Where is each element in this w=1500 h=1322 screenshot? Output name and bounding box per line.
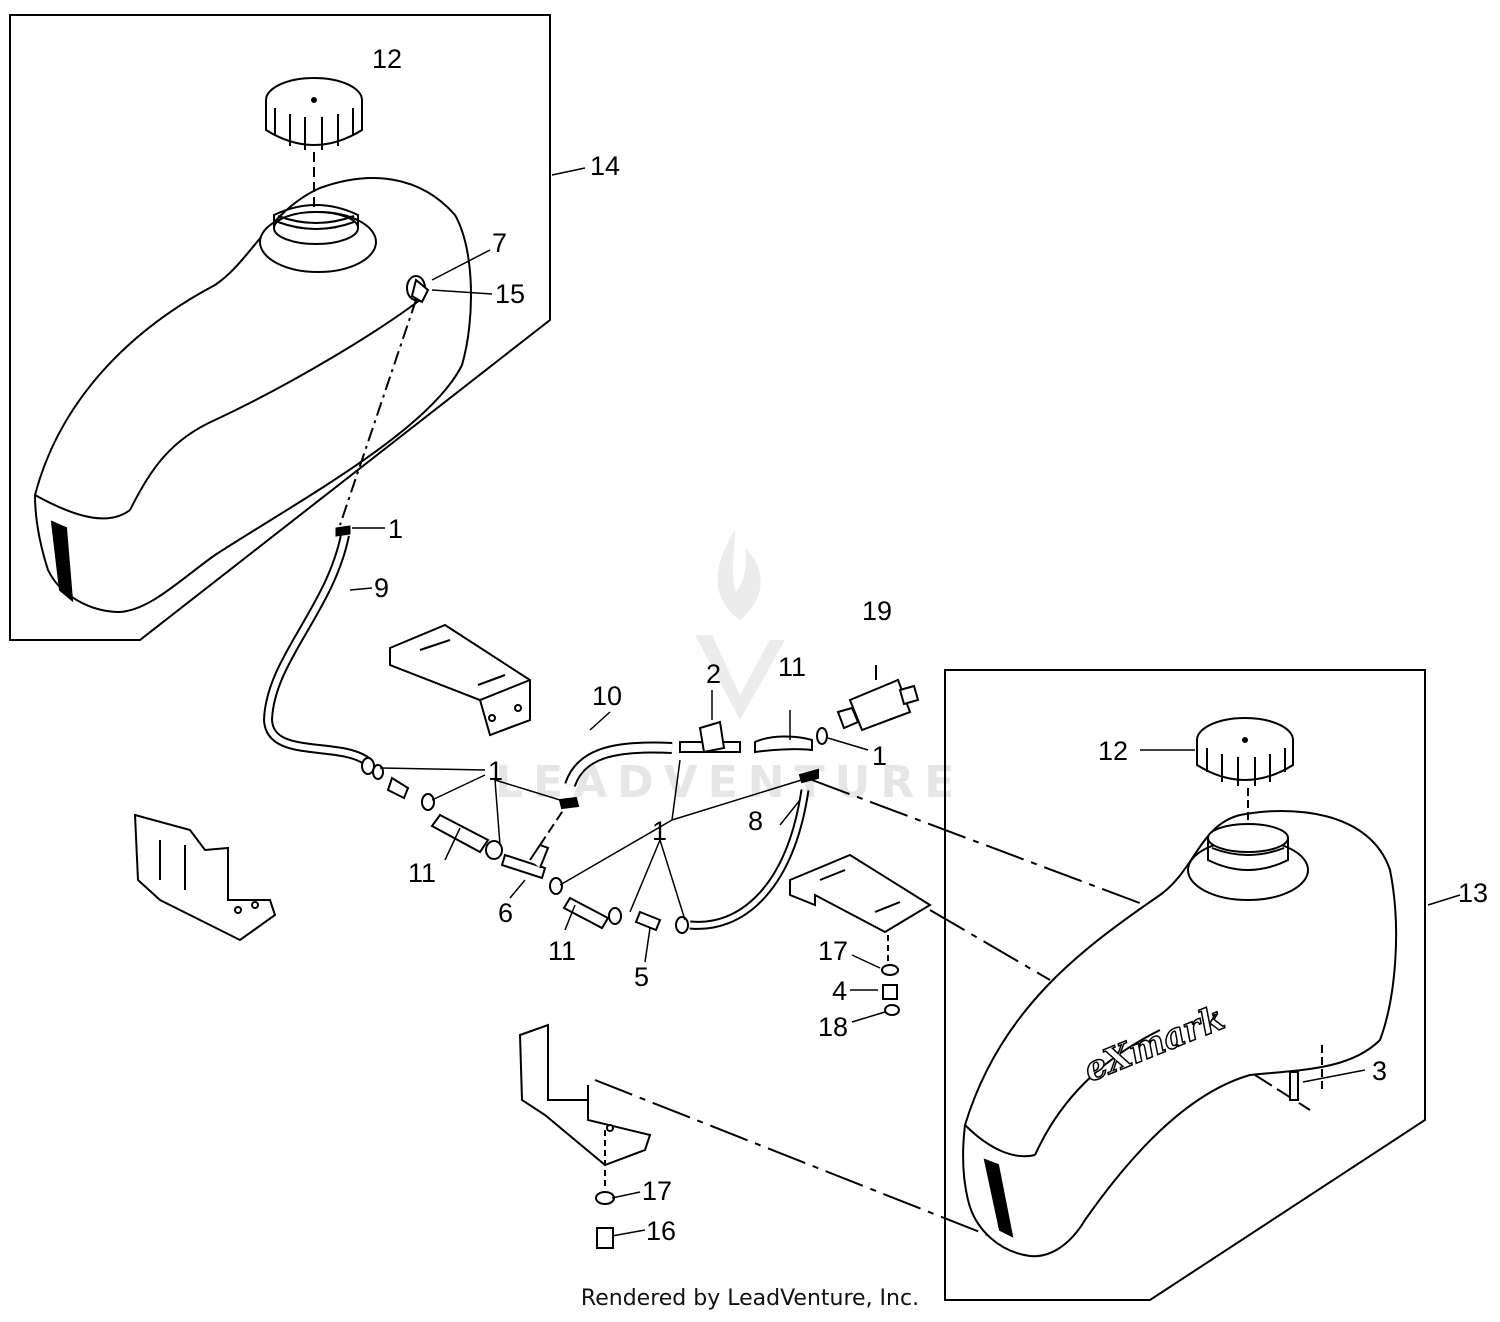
callout-1-left: 1 <box>488 756 503 786</box>
mounting-bracket-upper <box>389 623 531 737</box>
callout-2: 2 <box>706 659 721 689</box>
callout-6: 6 <box>498 898 513 928</box>
callout-19: 19 <box>862 596 892 626</box>
callout-4: 4 <box>832 976 847 1006</box>
fuel-line-components <box>361 665 1146 934</box>
fuel-tank-right <box>962 810 1398 1258</box>
fuel-tank-left <box>33 177 473 614</box>
assembly-14-frame <box>9 14 551 641</box>
leader-lines <box>349 167 1461 1237</box>
callout-1-center: 1 <box>652 816 667 846</box>
callout-labels: 12 14 7 15 1 9 19 2 11 10 1 1 12 11 6 1 … <box>372 44 1488 1246</box>
callout-7: 7 <box>492 228 507 258</box>
render-credit: Rendered by LeadVenture, Inc. <box>580 1286 920 1311</box>
callout-1-filter: 1 <box>872 741 887 771</box>
mounting-bracket-right <box>789 853 1051 1016</box>
assembly-13-frame <box>944 669 1426 1301</box>
fuel-cap-left <box>265 77 363 150</box>
callout-9: 9 <box>374 573 389 603</box>
callout-18: 18 <box>818 1012 848 1042</box>
assembly-13-group: eXmark <box>944 669 1426 1301</box>
callout-10: 10 <box>592 681 622 711</box>
callout-11-right: 11 <box>778 652 806 682</box>
callout-3: 3 <box>1372 1056 1387 1086</box>
callout-17-lower: 17 <box>642 1176 672 1206</box>
fuel-cap-right <box>1196 717 1294 786</box>
callout-16: 16 <box>646 1216 676 1246</box>
mounting-bracket-lower-center <box>518 1023 1001 1249</box>
callout-13: 13 <box>1458 878 1488 908</box>
fuel-filter <box>836 678 920 732</box>
mounting-bracket-lower-left <box>133 813 277 942</box>
assembly-14-group <box>9 14 551 641</box>
callout-12-right: 12 <box>1098 736 1128 766</box>
callout-1-top: 1 <box>388 514 403 544</box>
watermark: LEADVENTURE <box>495 530 954 808</box>
callout-12-left: 12 <box>372 44 402 74</box>
callout-17-right: 17 <box>818 936 848 966</box>
callout-11-lower: 11 <box>548 936 576 966</box>
callout-15: 15 <box>495 279 525 309</box>
callout-8: 8 <box>748 806 763 836</box>
fuel-hose-9 <box>262 525 372 767</box>
callout-5: 5 <box>634 962 649 992</box>
callout-14: 14 <box>590 151 620 181</box>
callout-11-left: 11 <box>408 858 436 888</box>
